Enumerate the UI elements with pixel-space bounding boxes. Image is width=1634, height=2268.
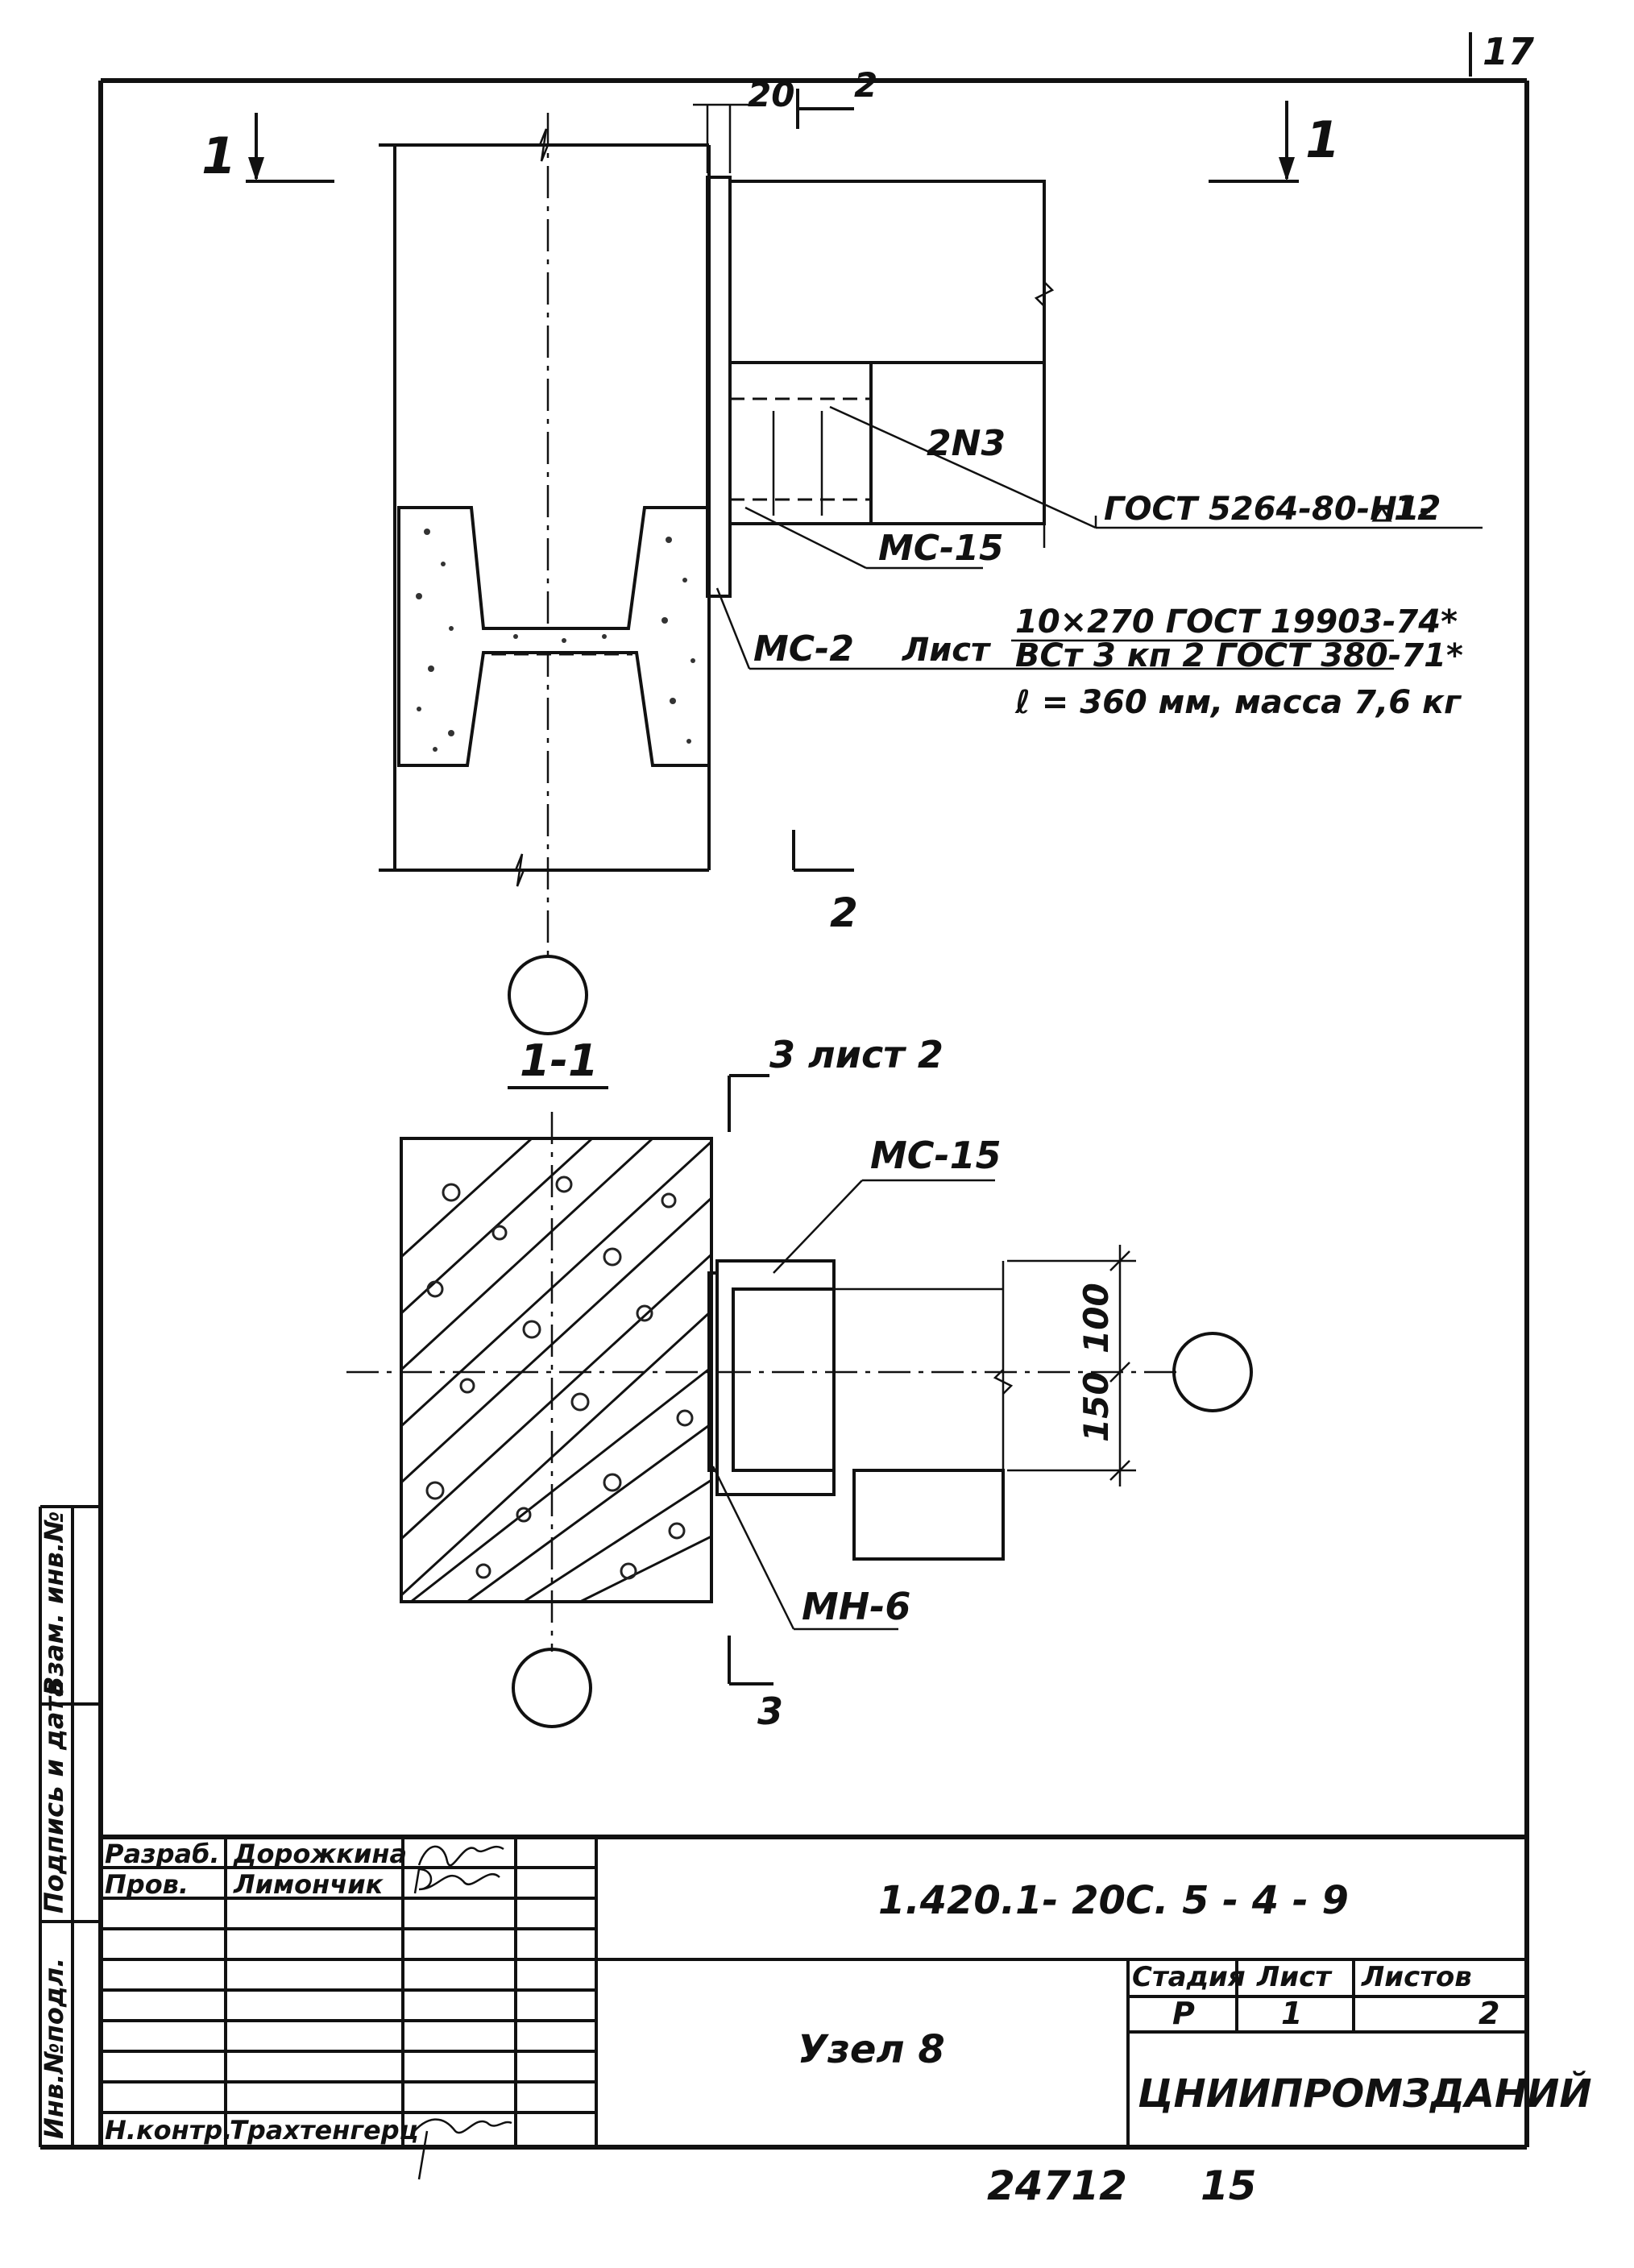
section-title: 1-1	[520, 1035, 599, 1086]
svg-text:2: 2	[830, 889, 858, 936]
dimension-100: 100	[1076, 1283, 1116, 1354]
svg-text:ℓ = 360 мм, масса 7,6 кг: ℓ = 360 мм, масса 7,6 кг	[1014, 684, 1462, 721]
signature-checker	[413, 1868, 500, 1894]
svg-text:ВСт 3 кп 2 ГОСТ 380-71*: ВСт 3 кп 2 ГОСТ 380-71*	[1015, 637, 1463, 674]
organization-name: ЦНИИПРОМЗДАНИЙ	[1138, 2071, 1591, 2117]
archive-number: 24712	[987, 2162, 1127, 2209]
drawing-title: Узел 8	[798, 2027, 945, 2072]
dimension-20: 20	[748, 75, 794, 114]
dimension-chain: 100 150	[1007, 1245, 1136, 1486]
axis-bubble-right	[1172, 1332, 1253, 1412]
drawing-frame	[40, 78, 1529, 2150]
signature-norm-control	[410, 2118, 512, 2180]
section-marker-right: 1	[1209, 101, 1340, 183]
side-label-inventory-number: Инв.№подл.	[39, 1958, 69, 2139]
svg-text:3: 3	[757, 1690, 783, 1733]
name-checker: Лимончик	[233, 1869, 384, 1900]
svg-text:12: 12	[1394, 488, 1441, 528]
steel-connection-section	[707, 1259, 1014, 1561]
sheet-value: 1	[1281, 1996, 1302, 2031]
svg-text:МН-6: МН-6	[802, 1585, 910, 1628]
svg-text:МС-2: МС-2	[753, 628, 854, 670]
part-mh6-callout: МН-6	[711, 1466, 910, 1631]
axis-bubble-bottom	[512, 1648, 592, 1728]
svg-text:10×270 ГОСТ 19903-74*: 10×270 ГОСТ 19903-74*	[1015, 603, 1458, 641]
footer-page: 15	[1201, 2162, 1257, 2209]
svg-text:2N3: 2N3	[927, 423, 1006, 464]
side-approval-strip: Взам. инв.№ Подпись и дата Инв.№подл.	[39, 1505, 101, 2147]
embedded-plate: 20 2	[693, 65, 877, 598]
signature-developer	[417, 1845, 504, 1867]
svg-text:3 лист 2: 3 лист 2	[769, 1033, 943, 1076]
part-mc15-callout: МС-15	[744, 506, 1004, 570]
part-mc2-callout: МС-2 Лист 10×270 ГОСТ 19903-74* ВСт 3 кп…	[715, 587, 1463, 721]
svg-text:Лист: Лист	[902, 632, 992, 669]
sheets-value: 2	[1478, 1996, 1499, 2031]
part-mc15-section-callout: МС-15	[773, 1134, 1002, 1274]
side-label-signature-date: Подпись и дата	[39, 1679, 69, 1913]
concrete-i-section	[397, 506, 711, 767]
axis-bubble-top	[508, 955, 588, 1035]
ref-marker-top: 3 лист 2	[728, 1033, 943, 1132]
name-norm-control: Трахтенгерц	[230, 2115, 418, 2146]
svg-text:МС-15: МС-15	[878, 528, 1004, 569]
sheet-header: Лист	[1256, 1961, 1333, 1993]
section-marker-left: 1	[201, 113, 334, 185]
sheets-header: Листов	[1361, 1961, 1472, 1993]
title-block: Разраб. Дорожкина Пров. Лимончик Н.контр…	[101, 1835, 1591, 2180]
top-view: 1 1	[201, 65, 1483, 1035]
role-norm-control: Н.контр.	[105, 2115, 232, 2146]
role-checker: Пров.	[105, 1869, 189, 1900]
stage-value: Р	[1172, 1996, 1195, 2031]
column-section-hatched	[346, 1112, 1176, 1652]
document-code: 1.420.1- 20С. 5 - 4 - 9	[878, 1878, 1349, 1923]
section-marker-2-top: 2	[796, 65, 877, 129]
svg-text:МС-15: МС-15	[870, 1134, 1002, 1177]
section-marker-2-bottom: 2	[792, 830, 858, 936]
section-view: 1-1 3 лист 2	[346, 1033, 1253, 1733]
side-label-replacement: Взам. инв.№	[39, 1511, 69, 1696]
page-number: 17	[1483, 30, 1534, 73]
steel-beam	[728, 180, 1055, 548]
name-developer: Дорожкина	[233, 1839, 407, 1869]
weld-callout: 2N3 ГОСТ 5264-80-Н1- 12	[829, 405, 1483, 529]
role-developer: Разраб.	[105, 1839, 220, 1869]
ref-marker-bottom: 3	[728, 1636, 783, 1733]
dimension-150: 150	[1076, 1371, 1116, 1442]
stage-header: Стадия	[1132, 1961, 1246, 1993]
svg-text:2: 2	[854, 65, 877, 105]
svg-text:1: 1	[1305, 110, 1340, 169]
svg-text:1: 1	[201, 126, 236, 185]
